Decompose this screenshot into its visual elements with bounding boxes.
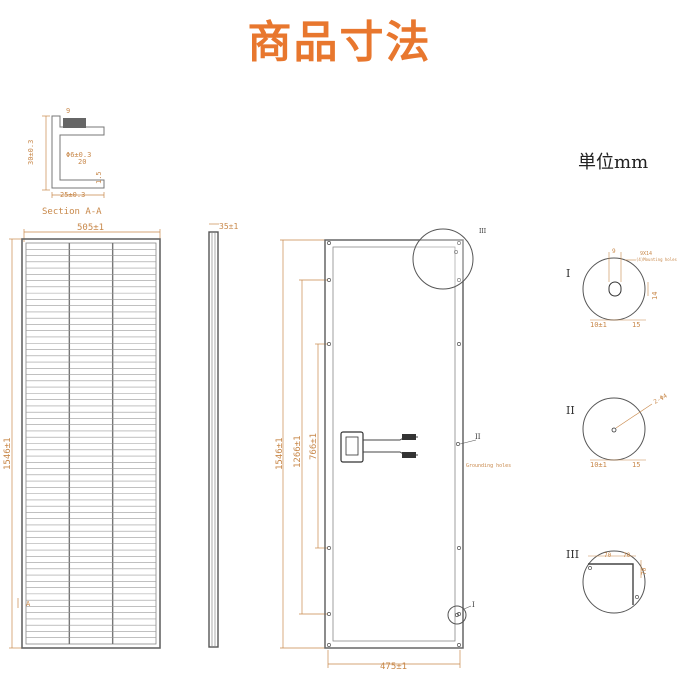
unit-label: 単位mm (578, 152, 649, 173)
callout-bot-label: I (472, 601, 475, 609)
grounding-label: Grounding holes (466, 463, 511, 469)
side-thickness-dim: 35±1 (219, 222, 238, 231)
front-height-dim: 1546±1 (3, 437, 13, 470)
frame-hole (457, 241, 461, 245)
junction-box-icon (340, 431, 364, 463)
page-title: 商品寸法 (247, 17, 432, 68)
section-dim-inner2: 20 (78, 158, 86, 166)
solar-cell-grid (26, 243, 156, 644)
frame-hole (327, 342, 331, 346)
section-a-a: 9 30±0.3 Φ6±0.3 20 1.5 25±0.3 Section A-… (27, 107, 105, 217)
section-dim-width: 25±0.3 (60, 191, 85, 199)
section-label: Section A-A (42, 207, 102, 217)
frame-hole (327, 278, 331, 282)
detail-2-bottom-right: 15 (632, 461, 640, 469)
callout-mid-label: II (475, 433, 481, 441)
grounding-hole-icon (611, 427, 617, 433)
detail-3-roman: III (566, 548, 579, 561)
detail-3-side: 70 (641, 567, 648, 575)
front-width-dim: 505±1 (77, 223, 104, 233)
frame-hole (457, 612, 461, 616)
section-dim-thick: 1.5 (95, 171, 103, 184)
detail-1-bottom-right: 15 (632, 321, 640, 329)
detail-2-bottom-left: 10±1 (590, 461, 607, 469)
back-view: 1546±1 1266±1 766±1 475±1 III II Groundi… (275, 228, 511, 672)
mounting-slot-icon (608, 281, 622, 297)
back-mount-span-dim: 1266±1 (293, 435, 303, 468)
frame-hole (327, 546, 331, 550)
callout-circle-top (412, 228, 474, 290)
frame-hole (457, 278, 461, 282)
detail-1-top: 9 (612, 248, 616, 255)
detail-2: II 2-Φ4 10±1 15 (566, 392, 669, 469)
section-dim-top: 9 (66, 107, 70, 115)
detail-1-note: (4)Mounting holes (636, 257, 678, 262)
mounting-holes (327, 241, 461, 647)
detail-3-right: 70 (623, 552, 631, 559)
detail-1-roman: I (566, 267, 570, 280)
callout-circle-bottom (447, 605, 467, 625)
frame-hole (455, 613, 459, 617)
front-view: 505±1 1546±1 A (3, 223, 161, 649)
section-dim-height: 30±0.3 (27, 140, 35, 165)
detail-3: III 70 70 70 (566, 548, 648, 614)
back-inner-span-dim: 766±1 (309, 433, 319, 460)
detail-1-spec: 9X14 (640, 251, 652, 257)
detail-1: I 9 9X14 (4)Mounting holes 14 10±1 15 (566, 248, 678, 329)
section-dim-inner: Φ6±0.3 (66, 151, 91, 159)
frame-hole (327, 241, 331, 245)
detail-1-side: 14 (651, 292, 659, 300)
corner-frame-icon (588, 563, 634, 605)
frame-hole (457, 342, 461, 346)
frame-hole (327, 612, 331, 616)
frame-bolt-icon (63, 118, 86, 128)
detail-2-note: 2-Φ4 (653, 392, 669, 405)
detail-1-bottom-left: 10±1 (590, 321, 607, 329)
callout-top-label: III (479, 228, 487, 235)
front-cut-label: A (26, 600, 31, 608)
side-view: 35±1 (208, 222, 238, 648)
frame-hole (456, 442, 460, 446)
detail-2-roman: II (566, 404, 575, 417)
back-height-dim: 1546±1 (275, 437, 285, 470)
detail-3-left: 70 (604, 552, 612, 559)
frame-hole (454, 250, 458, 254)
back-bottom-width-dim: 475±1 (380, 662, 407, 672)
frame-hole (457, 546, 461, 550)
frame-hole (457, 643, 461, 647)
frame-hole (327, 643, 331, 647)
